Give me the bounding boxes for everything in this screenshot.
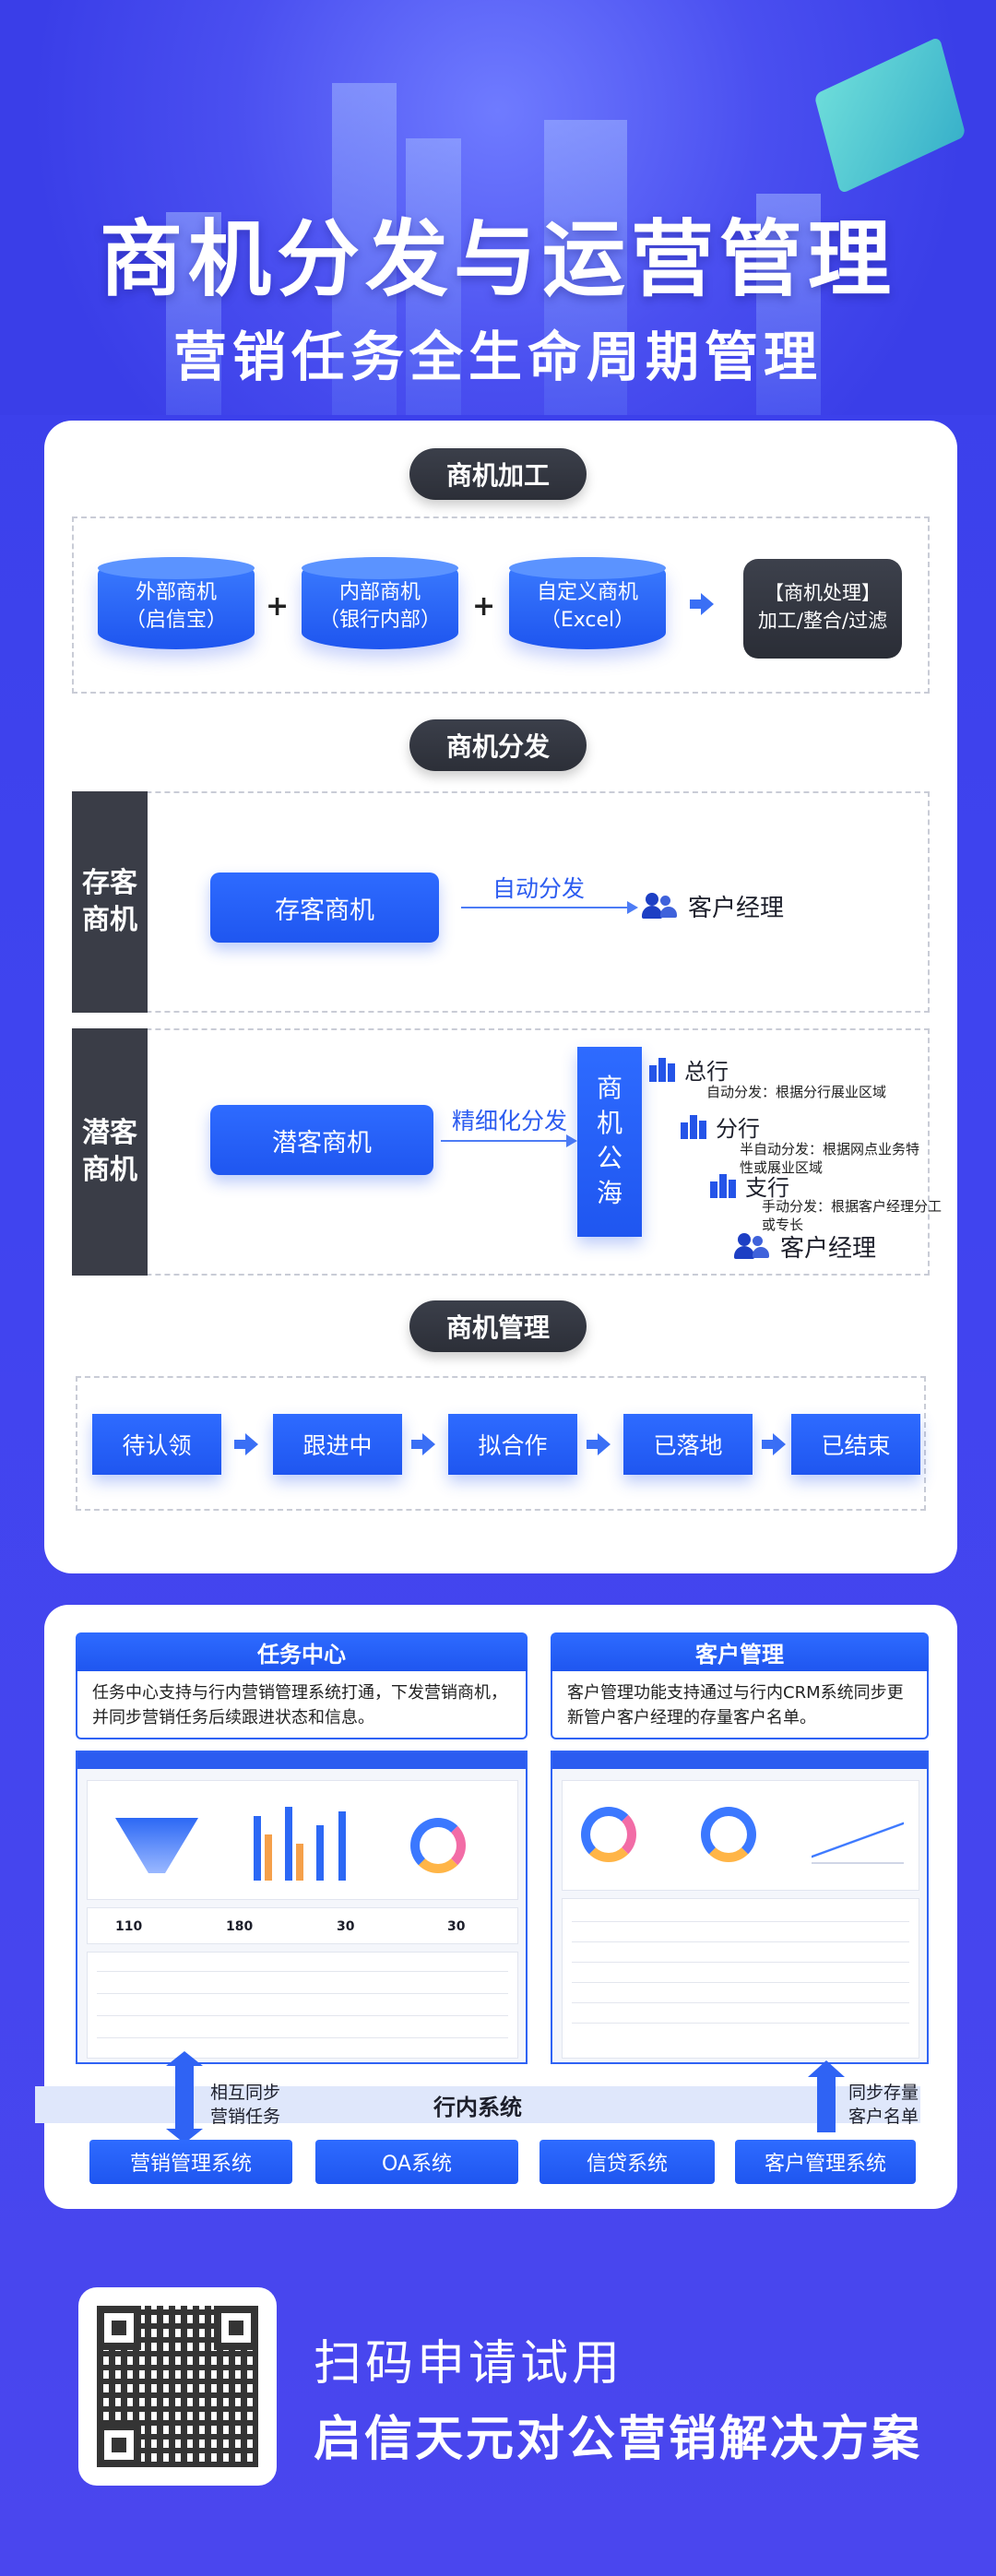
page-subtitle: 营销任务全生命周期管理	[172, 326, 823, 388]
users-icon	[734, 1232, 769, 1261]
building-illustration	[166, 212, 221, 415]
source-external: 外部商机 （启信宝）	[98, 557, 255, 649]
building-illustration	[544, 120, 627, 415]
system-customer: 客户管理系统	[735, 2140, 916, 2184]
customer-table	[562, 1898, 919, 2059]
building-illustration	[332, 83, 397, 415]
sync-customer-note: 同步存量 客户名单	[848, 2083, 919, 2127]
task-center-description: 任务中心支持与行内营销管理系统打通，下发营销商机， 并同步营销任务后续跟进状态和…	[76, 1671, 528, 1739]
hero-banner: 商机分发与运营管理 营销任务全生命周期管理	[0, 0, 996, 415]
app-topbar	[77, 1752, 526, 1769]
stage-cooperating: 拟合作	[448, 1414, 577, 1475]
potential-side-label: 潜客 商机	[72, 1028, 148, 1276]
customer-mgmt-screenshot	[551, 1751, 929, 2064]
customer-mgmt-header: 客户管理	[551, 1632, 929, 1671]
processing-result: 【商机处理】 加工/整合/过滤	[743, 559, 902, 659]
head-office: 总行	[649, 1053, 729, 1086]
internal-systems-bar: 行内系统	[35, 2086, 920, 2123]
stage-landed: 已落地	[623, 1414, 753, 1475]
potential-opportunity-node: 潜客商机	[210, 1105, 433, 1175]
arrow-right-icon	[411, 1433, 435, 1455]
plus-sign: +	[266, 590, 290, 623]
cta-text: 扫码申请试用	[314, 2336, 624, 2392]
arrow-line	[461, 901, 638, 914]
stage-closed: 已结束	[791, 1414, 920, 1475]
qr-code-pattern	[97, 2306, 258, 2467]
app-topbar	[552, 1752, 927, 1769]
chart-panel	[562, 1780, 919, 1891]
fine-distribute-label: 精细化分发	[452, 1108, 568, 1134]
source-internal: 内部商机 （银行内部）	[302, 557, 458, 649]
sync-arrow	[175, 2062, 194, 2132]
arrow-right-icon	[762, 1433, 786, 1455]
arrow-right-icon	[587, 1433, 611, 1455]
account-manager: 客户经理	[642, 889, 784, 923]
building-illustration	[406, 138, 461, 415]
task-table	[87, 1952, 518, 2059]
chart-panel	[87, 1780, 518, 1900]
section-label-processing: 商机加工	[409, 448, 587, 500]
account-manager: 客户经理	[734, 1229, 876, 1264]
sync-task-note: 相互同步 营销任务	[210, 2083, 281, 2127]
qr-code[interactable]	[78, 2287, 277, 2486]
users-icon	[642, 892, 677, 920]
system-marketing: 营销管理系统	[89, 2140, 292, 2184]
system-credit: 信贷系统	[540, 2140, 715, 2184]
task-center-header: 任务中心	[76, 1632, 528, 1671]
section-label-management: 商机管理	[409, 1300, 587, 1352]
arrow-up-icon	[808, 2060, 845, 2077]
brand-text: 启信天元对公营销解决方案	[314, 2412, 923, 2467]
existing-side-label: 存客 商机	[72, 791, 148, 1013]
sync-arrow	[817, 2075, 836, 2132]
task-center-screenshot: 110 180 30 30	[76, 1751, 528, 2064]
building-icon	[681, 1114, 706, 1139]
opportunity-pool: 商 机 公 海	[577, 1047, 642, 1237]
arrow-right-icon	[234, 1433, 258, 1455]
customer-mgmt-description: 客户管理功能支持通过与行内CRM系统同步更 新管户客户经理的存量客户名单。	[551, 1671, 929, 1739]
building-icon	[649, 1057, 675, 1082]
processing-box	[72, 516, 930, 694]
system-oa: OA系统	[315, 2140, 518, 2184]
page-title: 商机分发与运营管理	[100, 211, 896, 308]
sub-branch: 支行	[710, 1169, 789, 1202]
branch-note: 半自动分发：根据网点业务特 性或展业区域	[740, 1141, 920, 1176]
building-illustration	[756, 194, 821, 415]
existing-opportunity-node: 存客商机	[210, 873, 439, 943]
stage-following: 跟进中	[273, 1414, 402, 1475]
management-box	[76, 1376, 926, 1511]
building-icon	[710, 1173, 736, 1198]
auto-distribute-label: 自动分发	[492, 875, 586, 902]
sub-branch-note: 手动分发：根据客户经理分工 或专长	[762, 1198, 943, 1233]
arrow-up-icon	[166, 2051, 203, 2066]
arrow-right-icon	[690, 593, 714, 615]
plus-sign: +	[472, 590, 496, 623]
stat-row: 110 180 30 30	[87, 1907, 518, 1944]
source-custom: 自定义商机 （Excel）	[509, 557, 666, 649]
branch-office: 分行	[681, 1110, 760, 1143]
section-label-distribution: 商机分发	[409, 719, 587, 771]
arrow-line	[441, 1134, 577, 1147]
hq-note: 自动分发：根据分行展业区域	[706, 1084, 887, 1100]
stage-pending: 待认领	[92, 1414, 221, 1475]
